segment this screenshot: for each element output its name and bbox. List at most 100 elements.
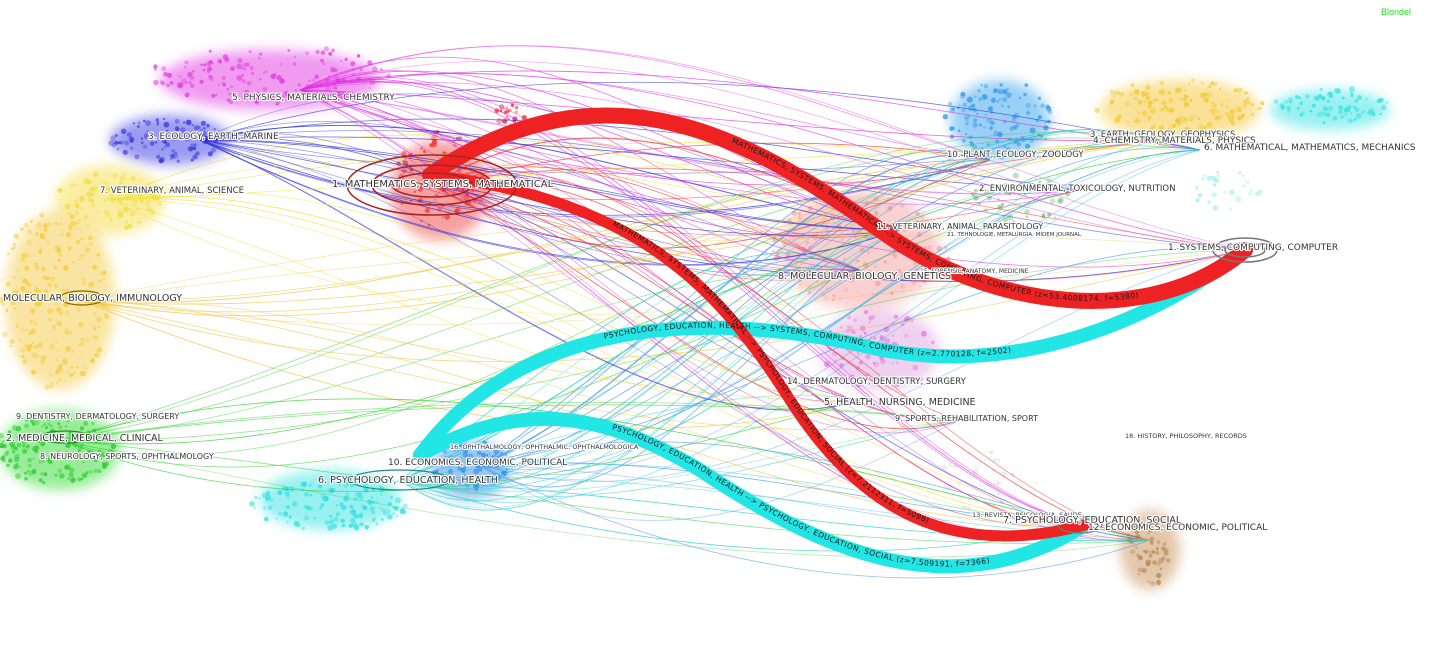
journal-dot: [1322, 106, 1329, 112]
journal-dot: [79, 253, 85, 258]
label-mathematical-mechanics: 6. MATHEMATICAL, MATHEMATICS, MECHANICS: [1204, 143, 1416, 153]
journal-dot: [270, 498, 274, 502]
journal-dot: [989, 126, 993, 130]
journal-dot: [39, 356, 43, 360]
flow-math-to-systems: [422, 107, 1253, 309]
journal-dot: [966, 96, 973, 103]
journal-dot: [448, 468, 453, 473]
journal-dot: [1218, 88, 1222, 91]
journal-dot: [185, 119, 192, 126]
journal-dot: [279, 63, 283, 66]
journal-dot: [1227, 115, 1230, 118]
journal-dot: [782, 242, 787, 247]
citation-arc: [479, 464, 1151, 579]
journal-dot: [899, 224, 903, 227]
journal-dot: [1237, 87, 1243, 93]
journal-dot: [297, 83, 301, 87]
journal-dot: [1142, 550, 1146, 553]
journal-dot: [287, 49, 291, 52]
journal-dot: [318, 484, 323, 489]
journal-dot: [263, 506, 267, 510]
journal-dot: [58, 363, 63, 368]
journal-dot: [1325, 113, 1330, 118]
journal-dot: [1, 302, 6, 307]
journal-dot: [191, 124, 194, 127]
journal-dot: [246, 80, 252, 86]
journal-dot: [253, 506, 256, 510]
journal-dot: [187, 146, 193, 151]
journal-dot: [453, 448, 456, 452]
journal-dot: [301, 526, 306, 530]
journal-dot: [1317, 111, 1324, 117]
journal-dot: [488, 464, 492, 468]
journal-dot: [58, 378, 62, 382]
journal-dot: [1006, 92, 1012, 98]
journal-dot: [77, 450, 82, 454]
journal-dot: [47, 308, 54, 314]
citation-arc: [79, 229, 901, 305]
journal-dot: [120, 181, 123, 185]
journal-dot: [292, 62, 297, 66]
journal-dot: [184, 92, 190, 98]
journal-dot: [1001, 471, 1007, 477]
journal-dot: [174, 126, 180, 131]
journal-dot: [1155, 550, 1160, 555]
journal-dot: [64, 425, 68, 428]
journal-dot: [1354, 98, 1359, 103]
citation-arc: [431, 184, 1086, 526]
journal-dot: [1287, 109, 1291, 113]
journal-dot: [75, 366, 79, 369]
journal-dot: [395, 514, 399, 518]
journal-dot: [56, 359, 59, 362]
journal-dot: [1002, 96, 1008, 103]
journal-dot: [990, 97, 997, 103]
label-veterinary-parasitology: 11. VETERINARY, ANIMAL, PARASITOLOGY: [877, 222, 1043, 231]
journal-dot: [493, 448, 500, 455]
journal-dot: [70, 453, 76, 459]
journal-dot: [1197, 116, 1201, 120]
journal-dot: [420, 147, 424, 151]
journal-dot: [185, 81, 188, 84]
journal-dot: [224, 57, 230, 63]
journal-dot: [463, 195, 470, 201]
journal-dot: [487, 444, 490, 447]
journal-dot: [23, 295, 27, 299]
journal-dot: [1159, 107, 1164, 112]
journal-dot: [1006, 88, 1009, 91]
journal-dot: [1001, 104, 1004, 108]
journal-dot: [25, 289, 30, 294]
journal-dot: [965, 133, 967, 135]
journal-dot: [116, 147, 120, 151]
journal-dot: [140, 178, 143, 181]
citation-arc: [299, 89, 1161, 142]
journal-dot: [979, 481, 985, 487]
journal-dot: [1, 439, 5, 444]
journal-dot: [1316, 97, 1320, 101]
journal-dot: [1207, 200, 1211, 204]
journal-dot: [1236, 106, 1243, 113]
journal-dot: [997, 204, 1003, 210]
journal-dot: [369, 506, 376, 512]
journal-dot: [72, 260, 75, 264]
journal-dot: [1161, 100, 1167, 106]
journal-dot: [971, 470, 977, 475]
journal-dot: [969, 141, 973, 144]
journal-dot: [65, 416, 68, 420]
journal-dot: [46, 415, 52, 421]
journal-dot: [1012, 125, 1017, 129]
journal-dot: [6, 463, 10, 467]
journal-dot: [353, 497, 358, 502]
journal-dot: [22, 278, 28, 284]
citation-arc: [479, 149, 1201, 466]
journal-dot: [424, 207, 431, 214]
journal-dot: [24, 328, 28, 332]
journal-dot: [362, 505, 367, 510]
journal-dot: [375, 500, 379, 504]
journal-dot: [1163, 550, 1169, 556]
journal-dot: [964, 117, 969, 122]
journal-dot: [301, 481, 307, 487]
journal-dot: [358, 513, 364, 518]
journal-dot: [93, 327, 97, 331]
journal-dot: [27, 470, 34, 476]
journal-dot: [104, 209, 110, 216]
